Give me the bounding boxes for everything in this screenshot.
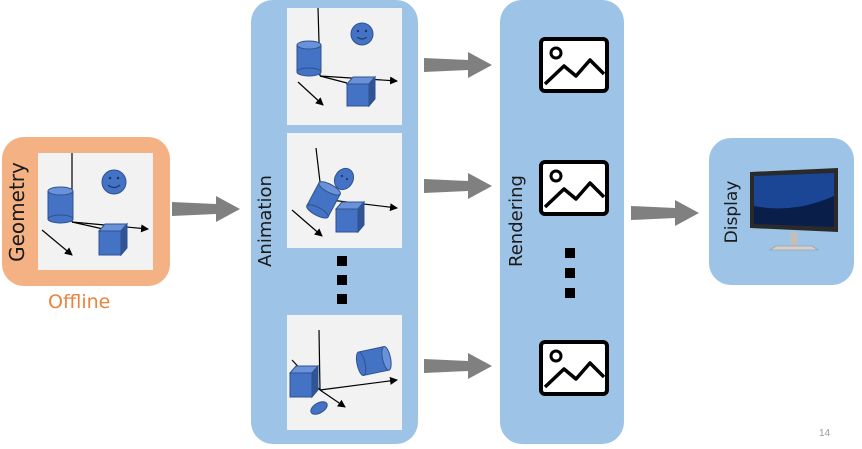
rendering-label: Rendering (506, 175, 527, 267)
animation-label: Animation (255, 175, 276, 267)
geometry-label: Geometry (5, 162, 29, 262)
image-icon (539, 340, 609, 396)
arrow-geometry-to-animation (172, 196, 240, 222)
image-icon (539, 160, 609, 216)
geometry-scene (38, 153, 153, 270)
animation-frame-3 (287, 315, 402, 430)
animation-frame-2 (287, 133, 402, 248)
animation-frame-1 (287, 7, 402, 125)
arrow-animation-to-rendering-1 (424, 52, 492, 78)
ellipsis-icon (565, 248, 575, 300)
offline-label: Offline (48, 291, 111, 313)
cylinder-icon (47, 186, 74, 224)
display-label: Display (722, 180, 742, 244)
monitor-icon (750, 168, 838, 251)
arrow-animation-to-rendering-2 (424, 173, 492, 199)
arrow-rendering-to-display (631, 200, 699, 226)
cube-icon (97, 222, 129, 257)
ellipsis-icon (337, 256, 347, 306)
page-number: 14 (819, 428, 831, 439)
smiley-sphere-icon (101, 169, 127, 195)
image-icon (539, 37, 609, 93)
arrow-animation-to-rendering-3 (424, 353, 492, 379)
